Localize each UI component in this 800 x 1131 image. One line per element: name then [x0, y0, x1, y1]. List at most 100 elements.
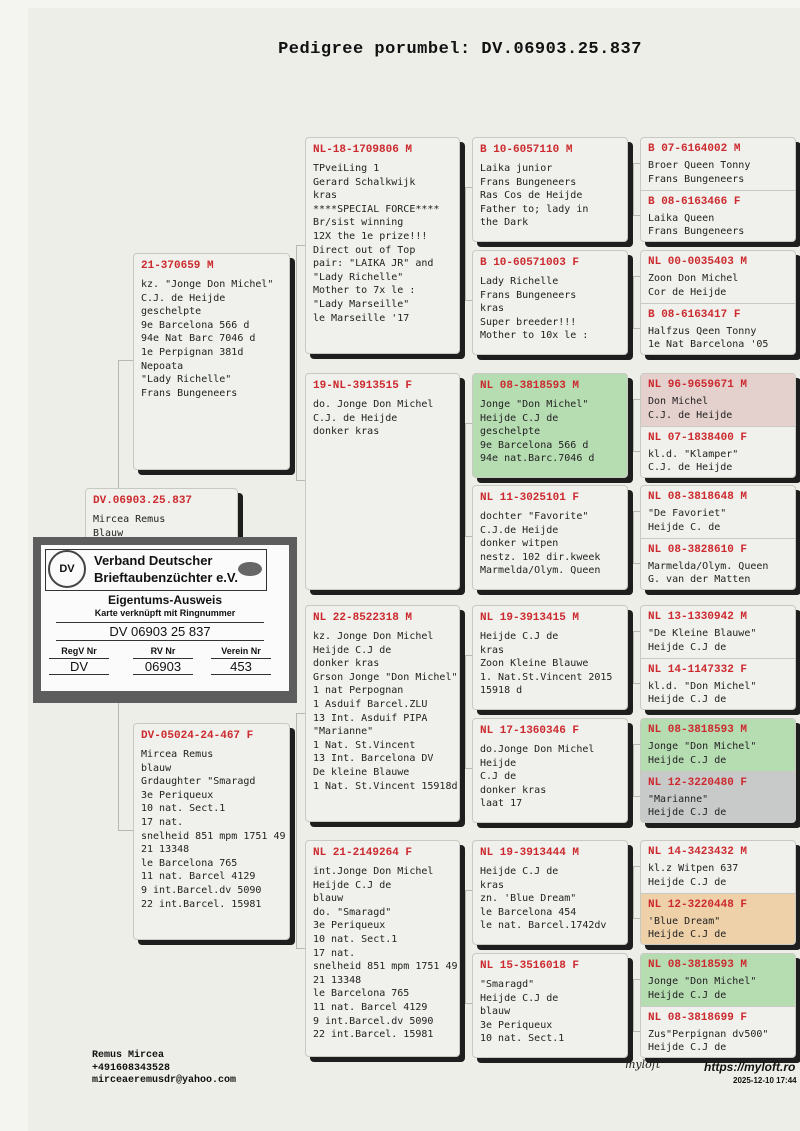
pigeon-note: le Barcelona 765 — [313, 988, 410, 1000]
pigeon-note: Halfzus Qeen Tonny — [648, 325, 757, 337]
pigeon-note: Laika Queen — [648, 212, 715, 224]
print-timestamp: 2025-12-10 17:44 — [733, 1076, 797, 1085]
connector-line — [633, 215, 640, 216]
pigeon-note: De kleine Blauwe — [313, 766, 410, 778]
pigeon-note: "Lady Richelle" — [141, 374, 232, 386]
pigeon-note: geschelpte — [141, 306, 202, 318]
myloft-url[interactable]: https://myloft.ro — [704, 1060, 796, 1074]
gen4-cock[interactable]: NL 08-3818648 M "De Favoriet" Heijde C. de — [641, 486, 795, 538]
connector-line — [296, 480, 305, 481]
pigeon-note: Heijde C.J de — [313, 644, 392, 656]
ring-number: 21-370659 M — [141, 260, 214, 272]
pigeon-note: 9e Barcelona 566 d — [141, 319, 250, 331]
ring-number: B 10-6057110 M — [480, 144, 573, 156]
gen4-hen[interactable]: NL 12-3220448 F'Blue Dream"Heijde C.J de — [641, 892, 795, 944]
pigeon-note: 1e Perpignan 381d — [141, 346, 244, 358]
pigeon-note: Heijde — [480, 757, 517, 769]
org-name-line2: Brieftaubenzüchter e.V. — [94, 570, 239, 585]
gen4-cock[interactable]: NL 13-1330942 M"De Kleine Blauwe"Heijde … — [641, 606, 795, 658]
connector-line — [296, 713, 305, 714]
pigeon-note: Zoon Kleine Blauwe — [480, 658, 589, 670]
pigeon-note: kl.z Witpen 637 — [648, 863, 739, 874]
ring-number: NL 08-3818648 M — [648, 491, 748, 503]
pigeon-note: Jonge "Don Michel" — [648, 976, 757, 987]
pigeon-note: nestz. 102 dir.kweek — [480, 551, 601, 563]
gen4-hen[interactable]: NL 12-3220480 F"Marianne"Heijde C.J de — [641, 770, 795, 822]
pigeon-note: blauw — [313, 893, 344, 905]
pigeon-note: Mother to 10x le : — [480, 330, 589, 342]
connector-line — [118, 693, 119, 830]
pigeon-note: le Marseille '17 — [313, 312, 410, 324]
ring-number: NL 12-3220480 F — [648, 776, 748, 789]
pigeon-icon — [238, 562, 262, 576]
ring-number: NL 08-3818593 M — [648, 724, 748, 736]
ring-number: NL 12-3220448 F — [648, 898, 748, 911]
connector-line — [465, 768, 472, 769]
pigeon-note: "Smaragd" — [480, 979, 535, 990]
pigeon-note: Heijde C.J de — [648, 641, 727, 653]
pigeon-note: 15918 d — [480, 685, 523, 697]
connector-line — [465, 536, 472, 537]
pigeon-note: "De Favoriet" — [648, 508, 727, 519]
connector-line — [296, 713, 297, 948]
pigeon-note: "Marianne" — [313, 726, 374, 738]
owner-contact: Remus Mircea +491608343528 mirceaeremusd… — [92, 1050, 236, 1088]
ring-number: NL 08-3828610 F — [648, 543, 748, 556]
connector-line — [465, 300, 472, 301]
ring-number: NL 07-1838400 F — [648, 431, 748, 444]
pigeon-note: 3e Periqueux — [313, 920, 386, 932]
pigeon-note: 1. Nat.St.Vincent 2015 — [480, 671, 613, 683]
id-card-ring-number: DV 06903 25 837 — [56, 622, 264, 641]
pigeon-note: kras — [480, 303, 505, 315]
pigeon-note: Heijde C. de — [648, 521, 721, 533]
pigeon-note: Frans Bungeneers — [648, 173, 745, 185]
pigeon-note: Direct out of Top — [313, 244, 416, 256]
connector-line — [633, 866, 640, 867]
pigeon-note: C.J. de Heijde — [648, 462, 733, 474]
pigeon-note: kl.d. "Don Michel" — [648, 680, 757, 692]
ring-number: 19-NL-3913515 F — [313, 380, 413, 392]
ring-number: NL 13-1330942 M — [648, 611, 748, 623]
pigeon-note: Heijde C.J de — [648, 1042, 727, 1054]
ring-number: NL 96-9659671 M — [648, 379, 748, 391]
pigeon-note: dochter "Favorite" — [480, 511, 589, 522]
pigeon-note: 11 nat. Barcel 4129 — [141, 871, 256, 883]
pigeon-note: Mircea Remus — [141, 749, 214, 760]
connector-line — [633, 563, 640, 564]
pigeon-note: Marmelda/Olym. Queen — [648, 560, 769, 572]
ring-number: NL 08-3818593 M — [648, 959, 748, 971]
pigeon-note: kras — [480, 644, 505, 656]
connector-line — [465, 423, 472, 424]
verein-value: 453 — [211, 658, 271, 675]
connector-line — [465, 655, 466, 768]
